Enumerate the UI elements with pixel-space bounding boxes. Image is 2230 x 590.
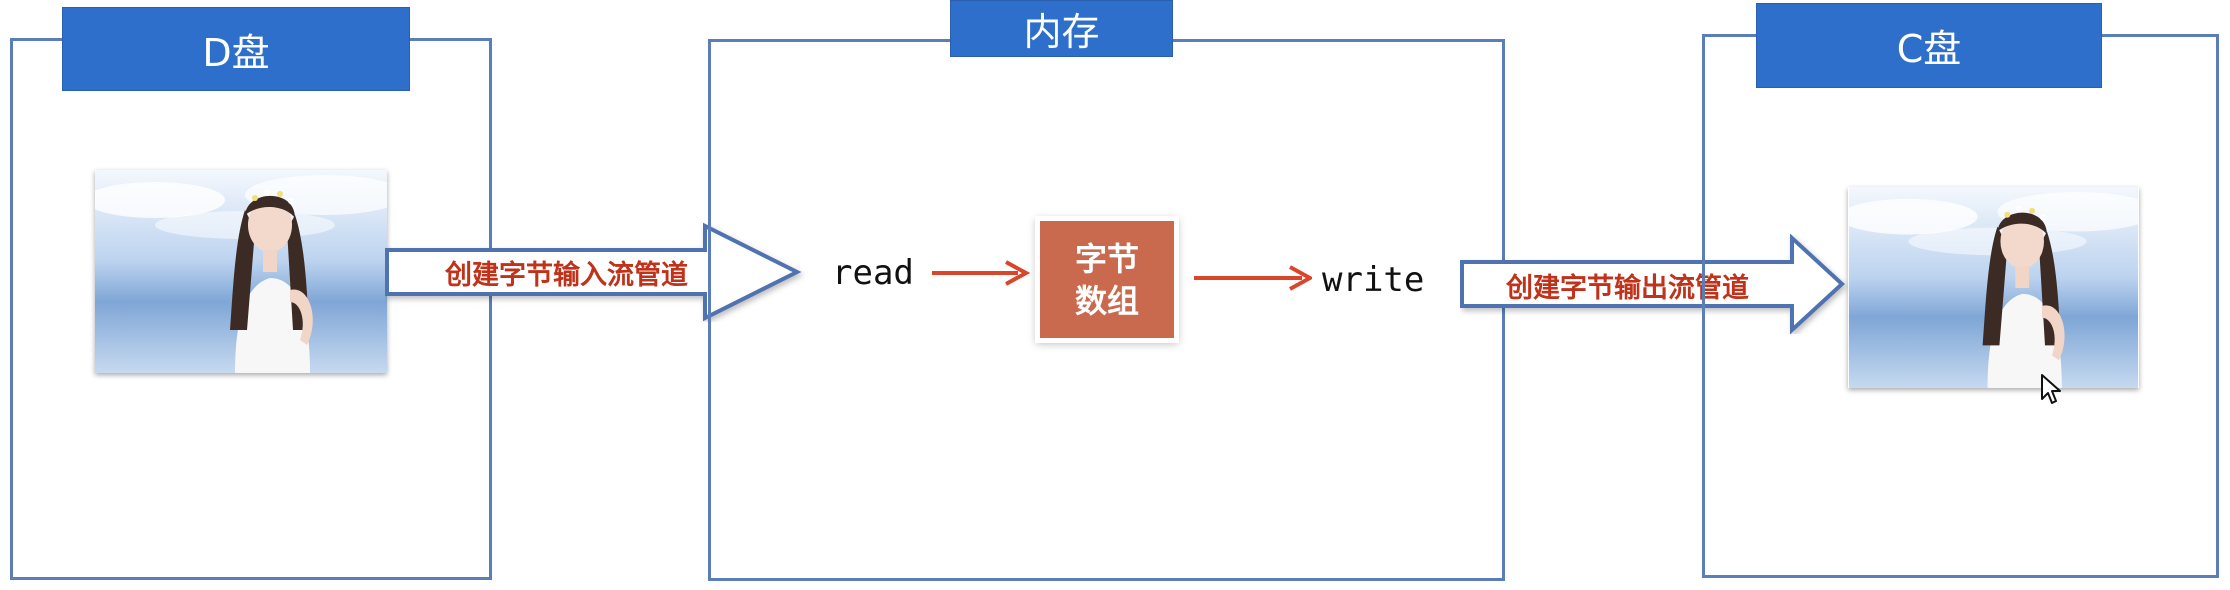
byte-array-line1: 字节 bbox=[1074, 239, 1139, 278]
input-stream-label: 创建字节输入流管道 bbox=[445, 260, 688, 291]
memory-header-label: 内存 bbox=[1023, 10, 1100, 54]
output-stream-label: 创建字节输出流管道 bbox=[1506, 273, 1749, 304]
read-label: read bbox=[832, 253, 914, 293]
disk-c-header-label: C盘 bbox=[1896, 27, 1962, 71]
write-label: write bbox=[1322, 260, 1425, 300]
byte-array-line2: 数组 bbox=[1074, 281, 1139, 320]
disk-d-header-label: D盘 bbox=[202, 30, 270, 75]
memory-header: 内存 bbox=[950, 0, 1173, 57]
mouse-cursor-icon bbox=[2041, 374, 2061, 404]
disk-d-header: D盘 bbox=[62, 7, 410, 91]
byte-array-box: 字节 数组 bbox=[1040, 221, 1174, 338]
output-stream-arrow bbox=[1460, 234, 1845, 334]
input-stream-arrow bbox=[385, 222, 802, 322]
disk-d-photo bbox=[95, 170, 387, 373]
right-arrow-icon bbox=[932, 260, 1030, 286]
disk-c-photo bbox=[1848, 187, 2139, 388]
disk-c-header: C盘 bbox=[1756, 3, 2102, 88]
right-arrow-icon bbox=[1194, 265, 1312, 291]
